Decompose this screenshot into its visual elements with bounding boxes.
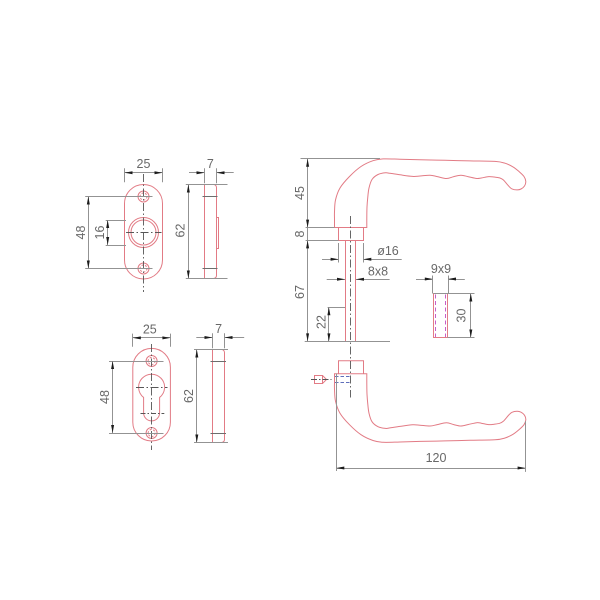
svg-text:120: 120: [426, 451, 447, 465]
svg-text:45: 45: [293, 186, 307, 200]
svg-text:62: 62: [174, 224, 188, 238]
svg-text:8x8: 8x8: [368, 265, 388, 279]
svg-text:62: 62: [182, 389, 196, 403]
svg-text:48: 48: [74, 226, 88, 240]
svg-text:7: 7: [215, 322, 222, 336]
svg-text:16: 16: [93, 226, 107, 240]
svg-text:9x9: 9x9: [431, 262, 451, 276]
svg-text:ø16: ø16: [377, 244, 399, 258]
svg-text:7: 7: [207, 157, 214, 171]
svg-text:8: 8: [293, 230, 307, 237]
svg-text:25: 25: [137, 157, 151, 171]
svg-text:48: 48: [98, 390, 112, 404]
svg-text:25: 25: [143, 323, 157, 337]
svg-text:30: 30: [455, 309, 469, 323]
svg-text:67: 67: [293, 285, 307, 299]
svg-text:22: 22: [314, 315, 328, 329]
